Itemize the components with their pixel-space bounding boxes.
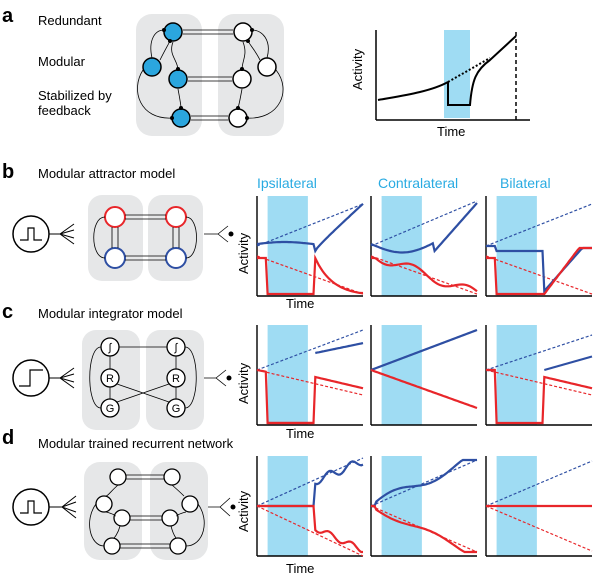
chart-d-bilateral-dashed-red-1 xyxy=(485,505,593,552)
chart-b-contralateral-solid-red-1 xyxy=(371,256,478,293)
chart-b-contralateral-dashed-blue-0 xyxy=(370,200,478,247)
chart-b-ipsilateral-solid-red-1 xyxy=(257,253,363,296)
grid-d-xlabel: Time xyxy=(286,561,314,576)
node-integrator-right: ∫ xyxy=(173,342,178,354)
chart-c-bilateral-dashed-red-1 xyxy=(485,369,593,396)
chart-c-bilateral-stim-band xyxy=(496,325,537,425)
node-r-right: R xyxy=(172,373,180,385)
chart-d-bilateral-dashed-blue-0 xyxy=(485,460,593,507)
chart-b-contralateral-dashed-red-1 xyxy=(370,255,478,295)
chart-grid xyxy=(256,196,593,557)
chart-a-ylabel: Activity xyxy=(350,48,365,90)
grid-b-xlabel: Time xyxy=(286,296,314,311)
network-diagram-a xyxy=(136,14,284,136)
panel-d-title: Modular trained recurrent network xyxy=(38,436,234,451)
chart-b-ipsilateral-solid-blue-0 xyxy=(256,202,364,254)
row-label-redundant: Redundant xyxy=(38,13,102,28)
chart-d-ipsilateral-dashed-blue-0 xyxy=(256,457,364,507)
panel-label-b: b xyxy=(2,161,14,183)
network-diagram-d xyxy=(84,462,236,560)
chart-d-contralateral-solid-blue-0 xyxy=(371,458,477,508)
chart-c-ipsilateral-stim-band xyxy=(267,325,308,425)
panel-label-a: a xyxy=(2,5,14,27)
chart-d-ipsilateral-dashed-red-1 xyxy=(256,505,364,557)
chart-c-ipsilateral-solid-blue-0 xyxy=(315,342,364,355)
col-title-contralateral: Contralateral xyxy=(378,175,458,191)
chart-c-bilateral-solid-red-1 xyxy=(486,368,593,425)
chart-c-ipsilateral-dashed-red-1 xyxy=(256,369,364,396)
chart-b-contralateral-stim-band xyxy=(381,196,422,296)
chart-d-ipsilateral-solid-red-1 xyxy=(257,504,363,554)
chart-c-contralateral-solid-red-1 xyxy=(370,368,478,410)
col-title-bilateral: Bilateral xyxy=(500,175,551,191)
row-label-stabilized: Stabilized by xyxy=(38,88,112,103)
chart-b-bilateral-stim-band xyxy=(496,196,537,296)
chart-d-contralateral-dashed-blue-0 xyxy=(370,459,478,507)
input-step-c xyxy=(12,359,75,397)
panel-label-d: d xyxy=(2,427,14,449)
chart-a: Activity Time xyxy=(350,30,530,139)
grid-b-ylabel: Activity xyxy=(236,232,251,274)
panel-b-title: Modular attractor model xyxy=(38,166,175,181)
chart-b-bilateral-solid-red-1 xyxy=(486,246,592,296)
chart-c-contralateral-solid-blue-0 xyxy=(370,328,478,372)
row-label-modular: Modular xyxy=(38,54,86,69)
node-r-left: R xyxy=(106,373,114,385)
chart-b-ipsilateral-stim-band xyxy=(267,196,308,296)
network-diagram-b xyxy=(88,195,234,281)
grid-c-ylabel: Activity xyxy=(236,362,251,404)
chart-a-xlabel: Time xyxy=(437,124,465,139)
chart-b-ipsilateral-dashed-red-1 xyxy=(256,255,364,295)
panel-c-title: Modular integrator model xyxy=(38,306,183,321)
grid-d-ylabel: Activity xyxy=(236,490,251,532)
chart-c-bilateral-dashed-blue-0 xyxy=(485,334,593,371)
chart-b-contralateral-solid-blue-0 xyxy=(370,202,478,254)
chart-b-ipsilateral-dashed-blue-0 xyxy=(256,203,364,247)
chart-b-bilateral-dashed-blue-0 xyxy=(485,203,593,247)
row-label-feedback: feedback xyxy=(38,103,91,118)
input-pulse-d xyxy=(12,488,77,526)
input-pulse-b xyxy=(12,215,75,253)
node-g-left: G xyxy=(106,403,115,415)
chart-d-contralateral-stim-band xyxy=(381,456,422,556)
panel-label-c: c xyxy=(2,301,13,323)
chart-c-contralateral-stim-band xyxy=(381,325,422,425)
grid-c-xlabel: Time xyxy=(286,426,314,441)
chart-d-contralateral-solid-red-1 xyxy=(371,504,477,554)
chart-c-ipsilateral-dashed-blue-0 xyxy=(256,329,364,371)
chart-b-bilateral-solid-blue-0 xyxy=(486,244,592,294)
network-diagram-c: ∫ R G ∫ R G xyxy=(82,330,232,430)
col-title-ipsilateral: Ipsilateral xyxy=(257,175,317,191)
node-integrator-left: ∫ xyxy=(107,342,112,354)
node-g-right: G xyxy=(172,403,181,415)
chart-b-bilateral-dashed-red-1 xyxy=(485,255,593,295)
